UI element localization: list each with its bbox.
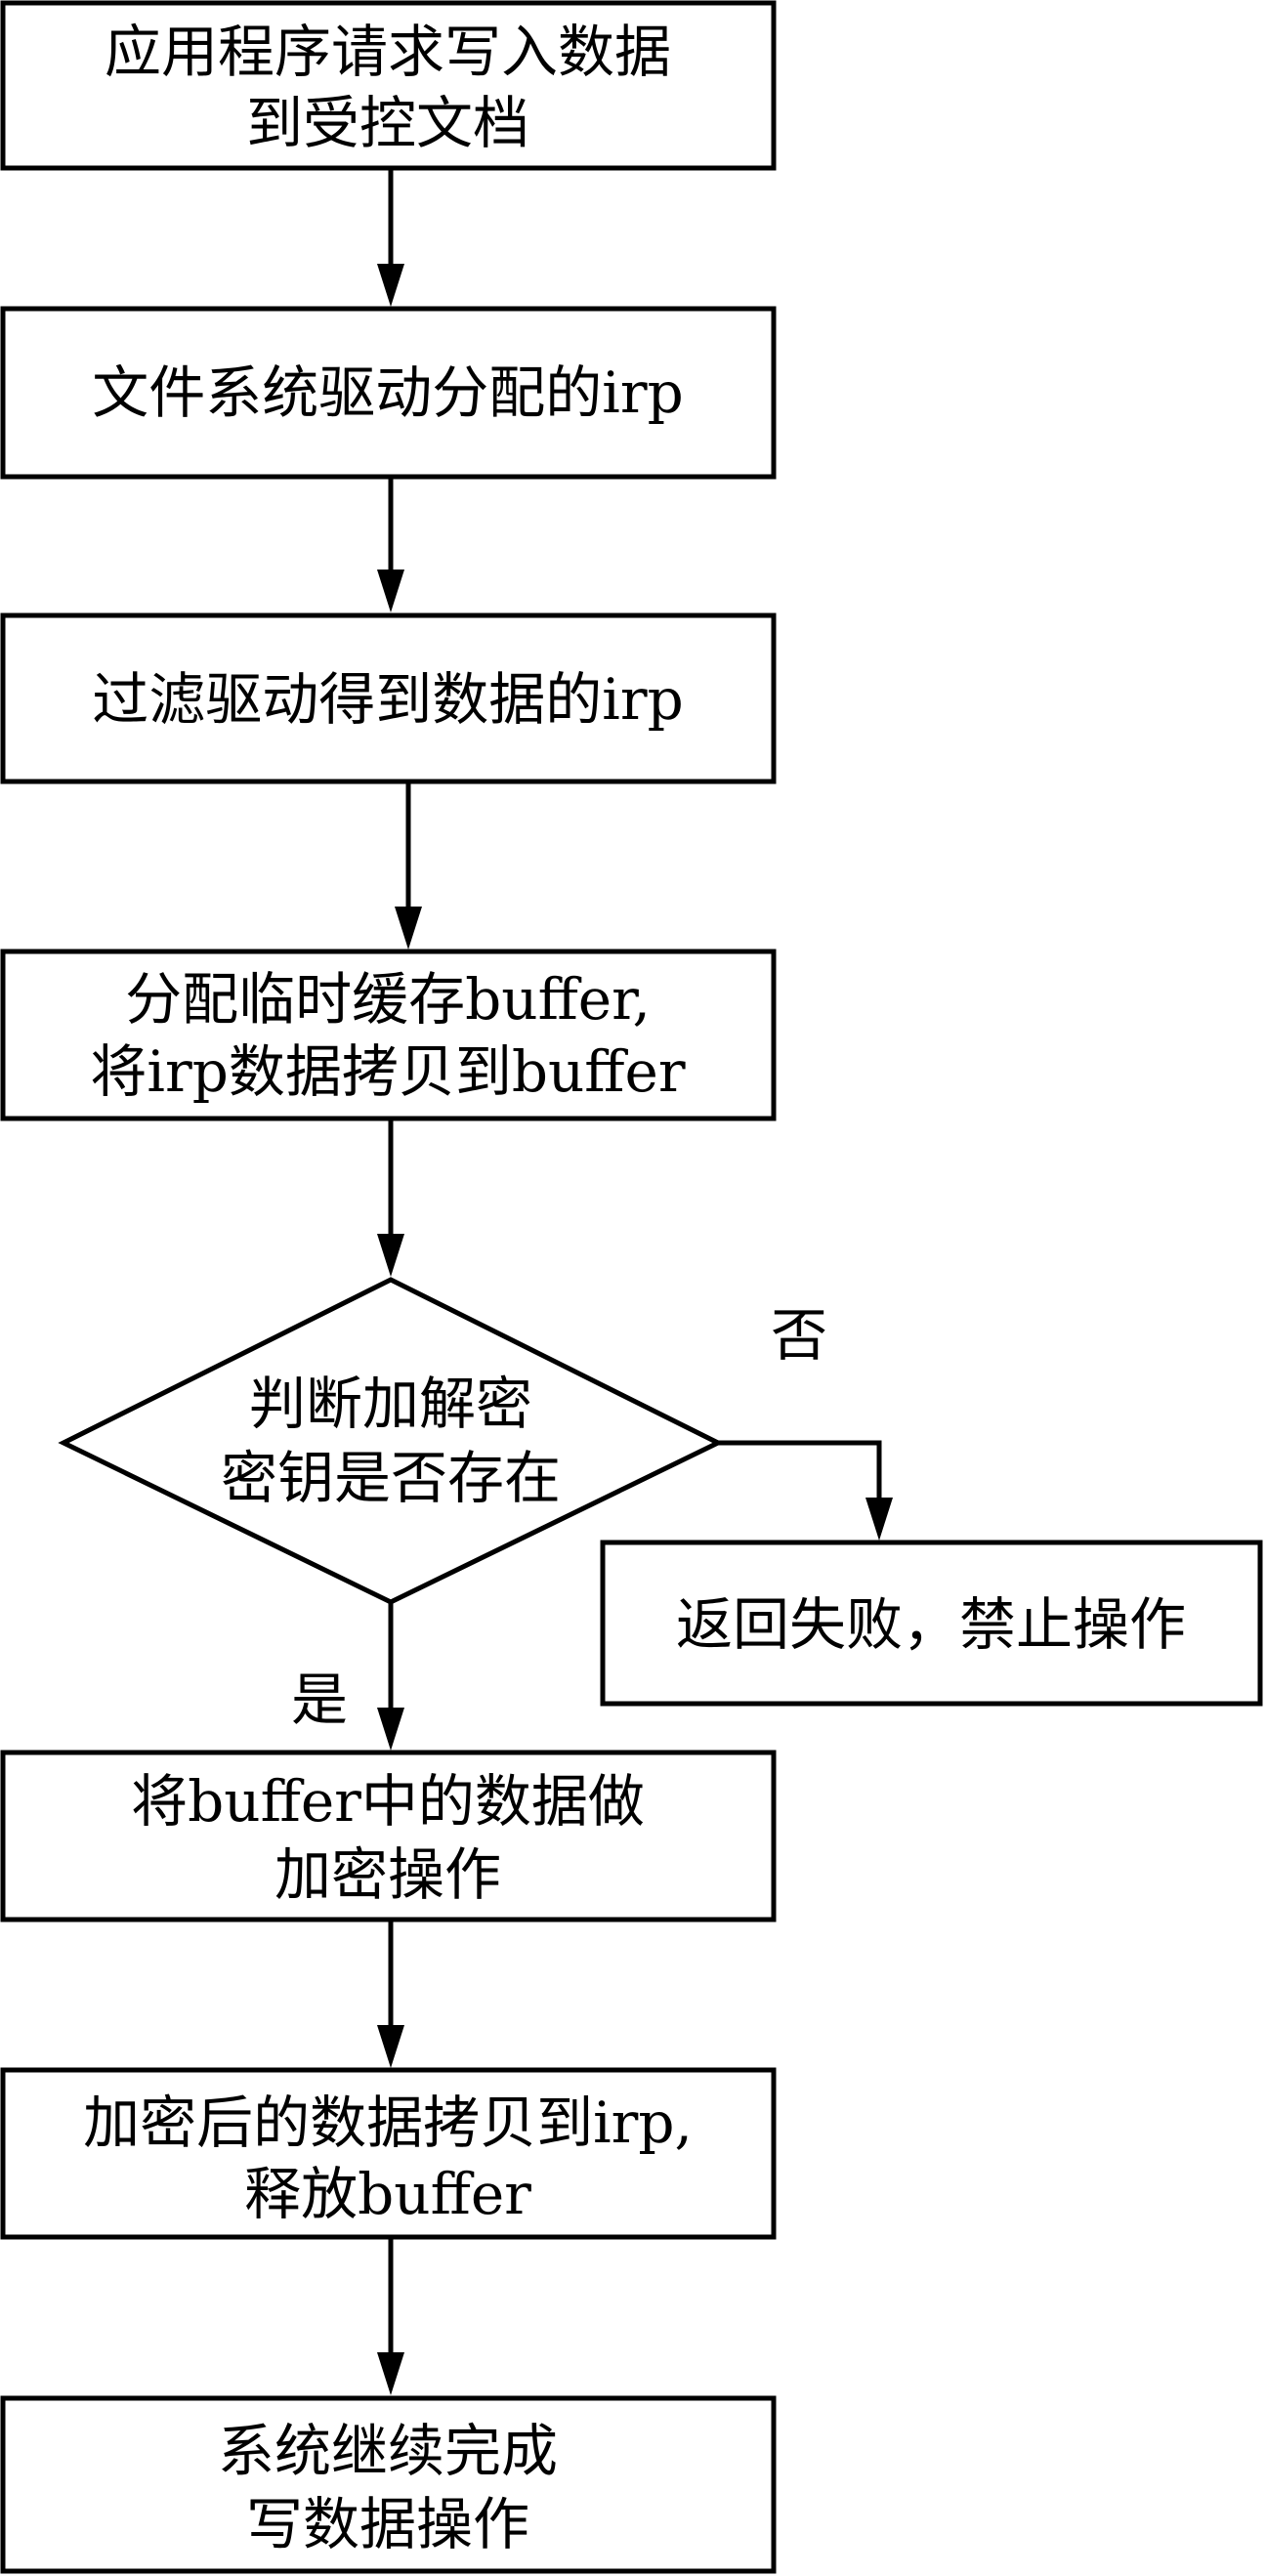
edge-label-yes: 是 — [291, 1667, 348, 1733]
edge-copy-back-to-finish — [377, 2237, 404, 2395]
edge-key-check-to-fail — [718, 1440, 893, 1541]
node-finish-line-1: 系统继续完成 — [218, 2418, 558, 2484]
edge-filter-irp-to-alloc-buffer — [395, 781, 422, 950]
edge-key-check-to-encrypt — [377, 1602, 404, 1751]
node-key-check-line-1: 判断加解密 — [249, 1371, 532, 1437]
edge-start-to-fs-irp — [377, 168, 404, 307]
node-copy-back-line-1: 加密后的数据拷贝到irp, — [83, 2090, 693, 2156]
connectors — [377, 168, 893, 2395]
node-key-check: 判断加解密 密钥是否存在 — [58, 1277, 724, 1605]
node-fail: 返回失败，禁止操作 — [600, 1540, 1263, 1707]
node-fs-irp-line-1: 文件系统驱动分配的irp — [92, 359, 683, 426]
node-fail-line-1: 返回失败，禁止操作 — [676, 1591, 1186, 1658]
edge-fs-irp-to-filter-irp — [377, 477, 404, 612]
node-start: 应用程序请求写入数据 到受控文档 — [0, 0, 777, 171]
node-encrypt-line-1: 将buffer中的数据做 — [131, 1768, 645, 1835]
node-fs-irp: 文件系统驱动分配的irp — [0, 306, 777, 480]
node-copy-back-line-2: 释放buffer — [244, 2161, 531, 2227]
node-alloc-buffer-line-1: 分配临时缓存buffer, — [125, 966, 651, 1033]
edge-encrypt-to-copy-back — [377, 1920, 404, 2068]
node-encrypt-line-2: 加密操作 — [274, 1841, 501, 1908]
edge-alloc-buffer-to-key-check — [377, 1119, 404, 1277]
node-start-line-2: 到受控文档 — [246, 90, 529, 156]
node-filter-irp: 过滤驱动得到数据的irp — [0, 612, 777, 784]
edge-label-no: 否 — [771, 1302, 827, 1369]
node-key-check-line-2: 密钥是否存在 — [221, 1445, 561, 1511]
node-alloc-buffer-line-2: 将irp数据拷贝到buffer — [90, 1038, 685, 1105]
node-start-line-1: 应用程序请求写入数据 — [105, 19, 671, 85]
node-finish: 系统继续完成 写数据操作 — [0, 2395, 777, 2574]
node-finish-line-2: 写数据操作 — [246, 2491, 529, 2557]
node-copy-back: 加密后的数据拷贝到irp, 释放buffer — [0, 2067, 777, 2240]
node-alloc-buffer: 分配临时缓存buffer, 将irp数据拷贝到buffer — [0, 949, 777, 1121]
node-encrypt: 将buffer中的数据做 加密操作 — [0, 1750, 777, 1922]
node-filter-irp-line-1: 过滤驱动得到数据的irp — [92, 666, 683, 733]
